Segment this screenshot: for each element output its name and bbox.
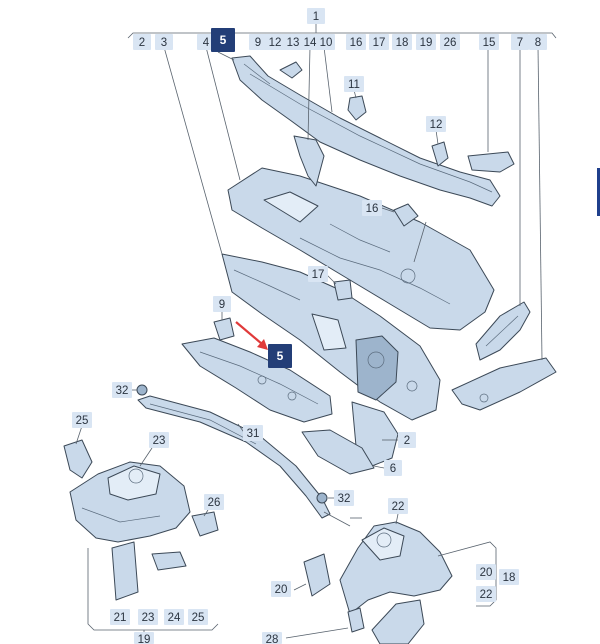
cross-member-part <box>181 337 333 423</box>
bracket-20-part <box>303 553 331 597</box>
callout-23-a: 23 <box>153 435 166 447</box>
callout-2: 2 <box>404 435 410 447</box>
callout-17-top: 17 <box>373 37 386 49</box>
callout-9: 9 <box>219 299 225 311</box>
callout-13: 13 <box>287 37 300 49</box>
strut-bar-part <box>137 395 331 519</box>
nut-32b-part <box>316 492 328 504</box>
callout-12-top: 12 <box>269 37 282 49</box>
callout-20-a: 20 <box>480 567 493 579</box>
bracket-12-part <box>431 141 449 167</box>
callout-5: 5 <box>277 349 284 363</box>
bracket-26-part <box>191 511 219 537</box>
nut-32a-part <box>136 384 148 396</box>
bracket-11-part <box>347 95 367 121</box>
callout-2-top: 2 <box>139 37 145 49</box>
callout-16: 16 <box>366 203 379 215</box>
callout-4: 4 <box>203 37 210 49</box>
side-brace-7-part <box>475 301 531 361</box>
plenum-rail-part <box>231 55 501 207</box>
callout-12: 12 <box>430 119 443 131</box>
bracket-25a-part <box>63 439 93 479</box>
callout-5-top: 5 <box>220 33 227 47</box>
callout-11: 11 <box>348 79 360 91</box>
strut-tower-left-part <box>69 461 191 543</box>
callout-31: 31 <box>247 428 260 440</box>
callout-26: 26 <box>208 497 221 509</box>
callout-6: 6 <box>390 463 396 475</box>
callout-22-a: 22 <box>392 501 405 513</box>
bracket-16-part <box>393 203 419 227</box>
edge-accent-bar <box>597 168 600 216</box>
panel-6-part <box>301 429 375 475</box>
bracket-14-part <box>293 135 325 187</box>
callout-3: 3 <box>161 37 167 49</box>
callout-14: 14 <box>304 37 317 49</box>
callout-8: 8 <box>535 37 541 49</box>
callout-21: 21 <box>114 612 127 624</box>
callout-19-bottom: 19 <box>138 634 151 644</box>
callout-23-b: 23 <box>142 612 155 624</box>
leader-lines <box>75 46 543 639</box>
callout-1: 1 <box>313 11 319 23</box>
callout-28: 28 <box>266 634 279 644</box>
bracket-9-part <box>213 317 235 341</box>
bracket-13-part <box>279 61 303 79</box>
callout-19: 19 <box>420 37 433 49</box>
callout-25-b: 25 <box>192 612 205 624</box>
callout-16-top: 16 <box>350 37 363 49</box>
bulkhead-part <box>221 253 441 421</box>
callout-32-a: 32 <box>116 385 129 397</box>
upper-panel-part <box>227 167 495 331</box>
callout-labels: 1 2 3 4 5 9 12 13 14 10 16 17 18 19 26 1… <box>72 8 547 644</box>
highlight-arrow <box>235 321 268 350</box>
bracket-28-part <box>347 607 365 633</box>
callout-7: 7 <box>517 37 523 49</box>
callout-17: 17 <box>312 269 325 281</box>
callout-10: 10 <box>320 37 333 49</box>
callout-26-top: 26 <box>444 37 457 49</box>
callout-15: 15 <box>483 37 496 49</box>
bracket-21-part <box>111 541 139 601</box>
callout-18: 18 <box>503 572 516 584</box>
callout-9-top: 9 <box>255 37 261 49</box>
callout-25-a: 25 <box>76 415 89 427</box>
callout-20-b: 20 <box>275 584 288 596</box>
callout-24: 24 <box>168 612 181 624</box>
bracket-17-part <box>333 279 353 301</box>
strut-tower-right-part <box>339 521 453 644</box>
callout-22-b: 22 <box>480 589 493 601</box>
callout-18-top: 18 <box>396 37 409 49</box>
callout-32-b: 32 <box>338 493 351 505</box>
side-brace-8-part <box>451 357 557 411</box>
bracket-24-part <box>151 551 187 571</box>
bracket-15-part <box>467 151 515 173</box>
bracket-group-19 <box>87 548 219 631</box>
top-bracket <box>127 24 557 39</box>
